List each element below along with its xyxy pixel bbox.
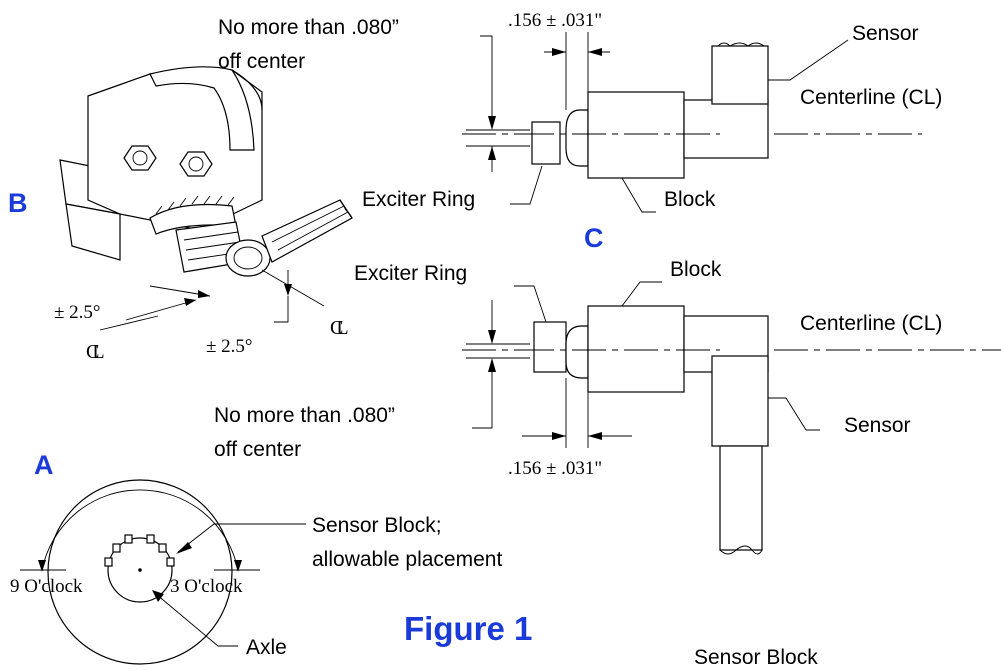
top-block-label: Block	[664, 188, 716, 211]
bottom-sensor-drop	[711, 355, 769, 447]
axle-label: Axle	[246, 636, 287, 659]
view-c-top	[462, 32, 922, 213]
top-exciter-ring	[531, 121, 561, 165]
view-b-dimensions	[99, 269, 325, 331]
top-centerline-label: Centerline (CL)	[800, 86, 942, 109]
top-sensor-tip	[565, 109, 589, 167]
view-a-label: A	[34, 450, 54, 480]
top-offset-note-line2: off center	[218, 50, 305, 73]
top-sensor-label: Sensor	[852, 22, 919, 45]
bottom-offset-note-line2: off center	[214, 438, 301, 461]
bottom-block	[587, 305, 685, 393]
view-c-bottom	[462, 281, 1001, 555]
sensor-block-markers	[104, 534, 175, 567]
top-block	[587, 91, 685, 179]
bolt-left	[123, 145, 157, 171]
sensor-block-placement-line1: Sensor Block;	[312, 514, 442, 537]
top-offset-leader	[480, 35, 493, 124]
cl-symbol-right: CL	[330, 317, 355, 339]
top-offset-note-line1: No more than .080”	[218, 16, 399, 39]
wheel-circle	[47, 479, 233, 665]
base-left-front	[65, 203, 121, 261]
placement-arc	[41, 489, 239, 571]
view-a-diagram	[20, 479, 306, 665]
top-cable-break	[717, 42, 765, 47]
cl-symbol-left: CL	[86, 341, 111, 363]
bottom-sensor-tip	[565, 325, 589, 379]
figure-title: Figure 1	[404, 610, 532, 647]
top-gap-dimension: .156 ± .031"	[508, 10, 602, 31]
bottom-block-label: Block	[670, 258, 722, 281]
view-c-label: C	[584, 223, 604, 253]
three-oclock-label: 3 O'clock	[170, 576, 243, 597]
nine-oclock-label: 9 O'clock	[10, 576, 83, 597]
bottom-cable-break	[719, 545, 763, 555]
angle-left-label: ± 2.5°	[54, 302, 101, 323]
curved-plate	[149, 66, 255, 151]
bottom-exciter-ring	[533, 321, 567, 373]
top-sensor-riser	[711, 45, 769, 105]
top-sensor-leader	[768, 39, 849, 81]
view-b-label: B	[8, 188, 28, 218]
svg-text:CL: CL	[86, 341, 104, 363]
bolt-right	[179, 151, 213, 177]
view-b-illustration	[59, 66, 353, 277]
top-sensor-body	[683, 99, 769, 159]
bottom-sensor-label: Sensor	[844, 414, 911, 437]
bottom-exciter-ring-label: Exciter Ring	[354, 262, 467, 285]
bottom-centerline-label: Centerline (CL)	[800, 312, 942, 335]
top-exciter-ring-label: Exciter Ring	[362, 188, 475, 211]
svg-text:CL: CL	[330, 317, 348, 339]
sensor-cable-3d	[261, 199, 353, 263]
bottom-cable	[719, 445, 763, 551]
bottom-gap-dimension: .156 ± .031"	[508, 458, 602, 479]
angle-right-label: ± 2.5°	[206, 336, 253, 357]
bottom-caption: Sensor Block	[694, 646, 818, 669]
bottom-offset-note-line1: No more than .080”	[214, 404, 395, 427]
sensor-block-placement-line2: allowable placement	[312, 548, 502, 571]
